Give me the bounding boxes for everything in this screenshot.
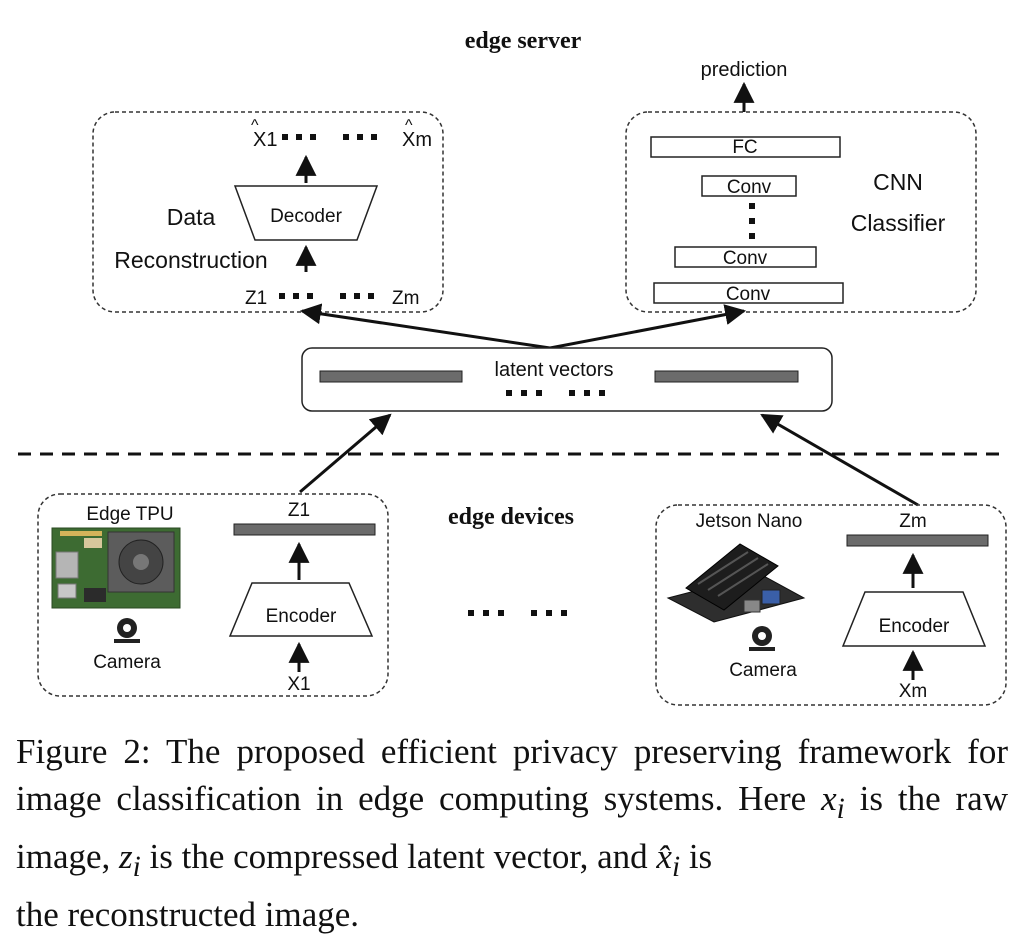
caption-text-5: the reconstructed image. <box>16 895 360 934</box>
latent-to-cnn-arrow <box>549 304 747 350</box>
xhat-dots <box>282 134 377 140</box>
z-dots <box>279 293 374 299</box>
data-label: Data <box>167 204 216 230</box>
z-1-server-label: Z1 <box>245 288 267 309</box>
caption-text-4: is <box>680 837 713 876</box>
encoder-block-left <box>228 582 374 637</box>
latent-vector-bar-1 <box>319 370 463 383</box>
z1-vector-bar <box>233 523 376 536</box>
framework-diagram: edge server X1 ^ Xm ^ Decoder Data Recon… <box>18 28 1007 706</box>
latent-dots <box>506 390 605 396</box>
classifier-label: Classifier <box>851 210 946 236</box>
z-m-server-label: Zm <box>392 288 419 309</box>
caption-text-2: is the raw image, <box>16 779 1008 876</box>
encoder-label-right: Encoder <box>879 616 950 637</box>
decoder-label: Decoder <box>270 206 342 227</box>
conv-layer-bottom <box>653 282 844 304</box>
camera-icon <box>749 626 775 651</box>
decoder-block <box>233 185 379 241</box>
data-reconstruction-box: X1 ^ Xm ^ Decoder Data Reconstruction Z1… <box>92 111 444 313</box>
conv-stack-dots <box>749 203 755 239</box>
prediction-label: prediction <box>701 59 788 81</box>
device1-to-latent-arrow <box>299 413 392 494</box>
conv-middle-label: Conv <box>723 248 768 269</box>
edge-devices-title: edge devices <box>448 504 574 530</box>
z1-device-label: Z1 <box>288 500 310 521</box>
conv-top-label: Conv <box>727 177 772 198</box>
encoder-label-left: Encoder <box>266 606 337 627</box>
caption-text-3: is the compressed latent vector, and <box>140 837 657 876</box>
conv-bottom-label: Conv <box>726 284 771 305</box>
edge-device-left: Edge TPU Camera Z1 Encoder X1 <box>37 493 389 697</box>
jetson-nano-board-image <box>666 543 806 623</box>
camera-icon <box>114 618 140 643</box>
conv-layer-top <box>701 175 797 197</box>
var-xhat: x̂i <box>656 837 681 883</box>
fc-label: FC <box>732 137 757 158</box>
zm-device-label: Zm <box>899 511 926 532</box>
xm-device-label: Xm <box>899 681 928 702</box>
edge-server-title: edge server <box>465 28 582 54</box>
latent-vector-bar-m <box>654 370 799 383</box>
cnn-classifier-box: prediction FC Conv Conv Conv CNN Classif… <box>625 59 977 313</box>
latent-vectors-label: latent vectors <box>495 359 614 381</box>
reconstruction-label: Reconstruction <box>114 247 267 273</box>
devicem-to-latent-arrow <box>760 413 919 507</box>
edge-tpu-board-image <box>51 527 181 609</box>
x1-device-label: X1 <box>287 674 310 695</box>
edge-tpu-label: Edge TPU <box>86 504 173 525</box>
fc-layer <box>650 136 841 158</box>
var-x: xi <box>821 779 845 825</box>
encoder-block-right <box>841 591 987 647</box>
cnn-label: CNN <box>873 169 923 195</box>
latent-to-decoder-arrow <box>299 303 551 350</box>
hat-1: ^ <box>251 117 259 134</box>
latent-vectors-box: latent vectors <box>301 347 833 412</box>
conv-layer-middle <box>674 246 817 268</box>
camera-label-left: Camera <box>93 652 161 673</box>
xhat-1-label: X1 <box>253 129 277 151</box>
figure-caption: Figure 2: The proposed efficient privacy… <box>16 728 1008 938</box>
caption-text-1: Figure 2: The proposed efficient privacy… <box>16 732 1008 818</box>
xhat-m-label: Xm <box>402 129 432 151</box>
camera-label-right: Camera <box>729 660 797 681</box>
jetson-nano-label: Jetson Nano <box>696 511 803 532</box>
hat-m: ^ <box>405 117 413 134</box>
zm-vector-bar <box>846 534 989 547</box>
var-z: zi <box>119 837 141 883</box>
edge-device-right: Jetson Nano Camera Zm Encoder Xm <box>655 504 1007 706</box>
devices-dots <box>468 610 567 616</box>
